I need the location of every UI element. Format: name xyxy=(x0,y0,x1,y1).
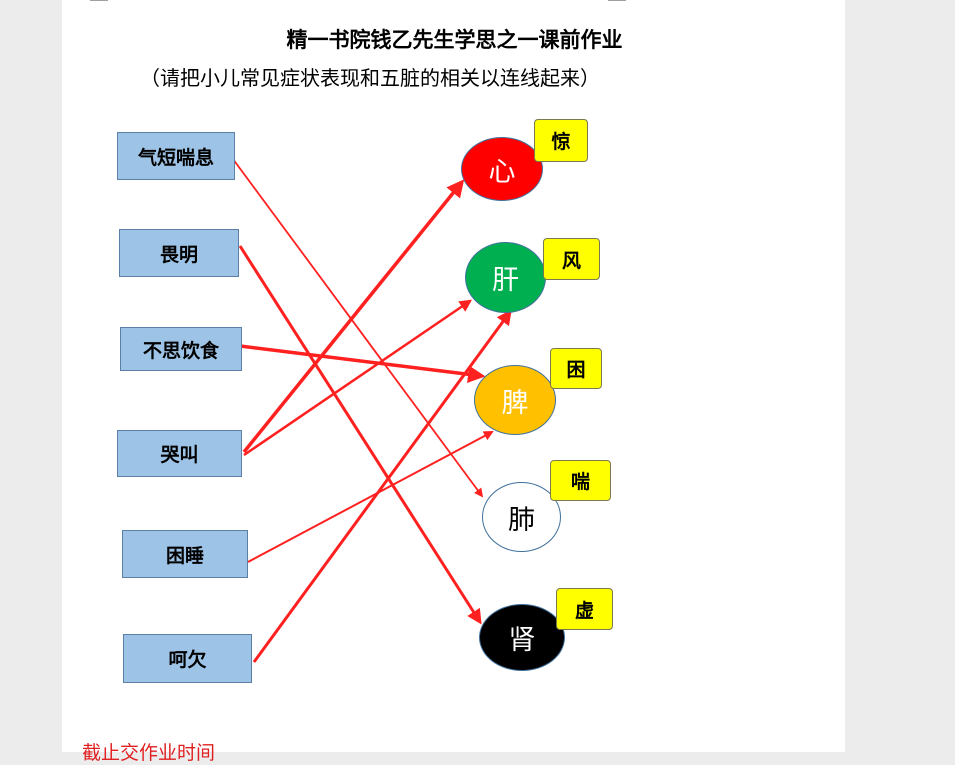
organ-tag-label: 风 xyxy=(561,249,581,272)
organ-circle-heart: 心 xyxy=(461,137,543,201)
page-corner-mark xyxy=(90,0,108,1)
organ-circle-kidney: 肾 xyxy=(479,604,565,671)
page-title: 精一书院钱乙先生学思之一课前作业 xyxy=(286,27,623,52)
organ-tag-heart: 惊 xyxy=(534,119,588,162)
organ-circle-spleen: 脾 xyxy=(474,365,556,435)
page-corner-mark xyxy=(608,0,626,1)
page-subtitle: （请把小儿常见症状表现和五脏的相关以连线起来） xyxy=(140,66,600,90)
organ-label: 脾 xyxy=(501,387,529,419)
organ-tag-kidney: 虚 xyxy=(556,588,613,630)
symptom-box-qiduan: 气短喘息 xyxy=(117,132,235,180)
symptom-box-weiming: 畏明 xyxy=(119,229,239,277)
organ-tag-label: 虚 xyxy=(574,599,594,622)
symptom-box-kujiao: 哭叫 xyxy=(117,430,242,477)
organ-label: 心 xyxy=(488,156,516,188)
organ-circle-liver: 肝 xyxy=(465,242,546,313)
symptom-label: 畏明 xyxy=(159,243,198,266)
symptom-label: 哭叫 xyxy=(160,444,199,466)
organ-tag-liver: 风 xyxy=(543,238,600,280)
organ-tag-spleen: 困 xyxy=(550,348,602,389)
organ-label: 肺 xyxy=(508,504,535,536)
organ-circle-lung: 肺 xyxy=(482,482,561,552)
symptom-label: 困睡 xyxy=(165,544,204,567)
organ-tag-label: 惊 xyxy=(551,131,571,153)
organ-tag-label: 困 xyxy=(566,359,586,381)
symptom-label: 不思饮食 xyxy=(142,339,219,362)
symptom-box-hexian: 呵欠 xyxy=(123,634,252,683)
symptom-box-busiyinshi: 不思饮食 xyxy=(120,327,242,371)
symptom-box-kunshui: 困睡 xyxy=(122,530,248,578)
symptom-label: 气短喘息 xyxy=(137,146,214,169)
organ-label: 肝 xyxy=(492,265,519,296)
symptom-label: 呵欠 xyxy=(168,649,207,671)
organ-tag-label: 喘 xyxy=(570,471,590,493)
organ-tag-lung: 喘 xyxy=(550,460,611,501)
organ-label: 肾 xyxy=(508,625,536,656)
